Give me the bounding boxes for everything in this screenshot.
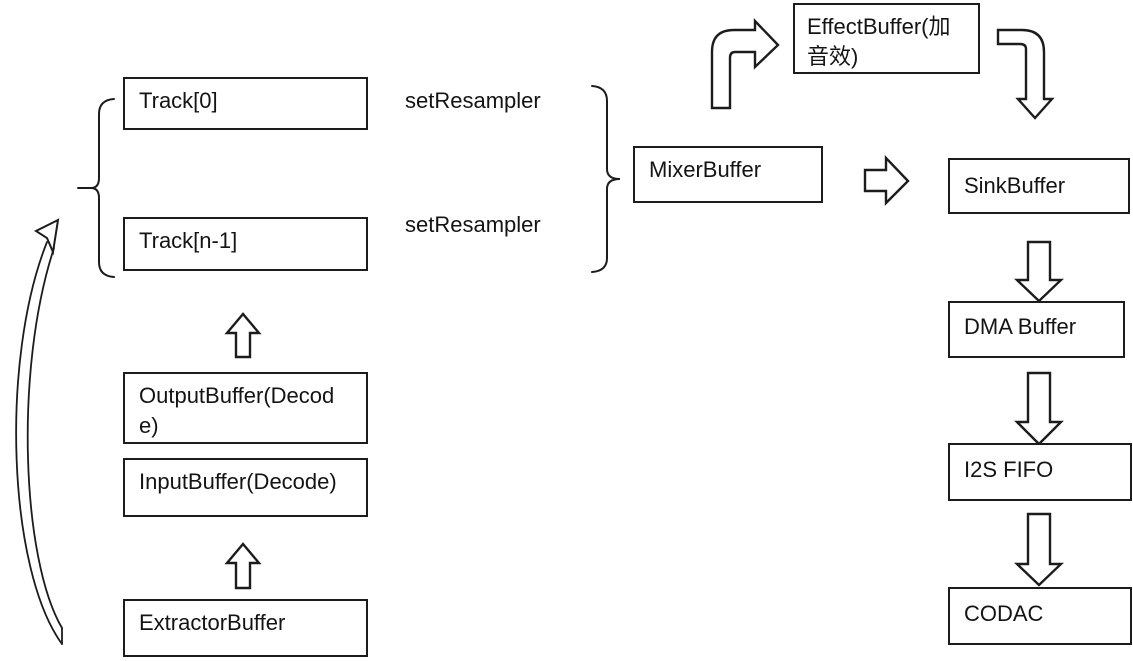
- up-arrow-icon: [224, 542, 262, 590]
- set-resampler-label-top: setResampler: [405, 88, 541, 113]
- node-label: SinkBuffer: [964, 173, 1066, 198]
- node-label: Track[0]: [139, 88, 218, 113]
- up-arrow-icon: [224, 312, 262, 359]
- node-label: Track[n-1]: [139, 228, 238, 253]
- feedback-curve-inner: [26, 247, 63, 629]
- node-sink-buffer: SinkBuffer: [948, 158, 1130, 214]
- left-brace: [90, 98, 115, 278]
- elbow-up-right-arrow-icon: [710, 18, 780, 110]
- down-arrow-icon: [1014, 512, 1064, 587]
- node-track-n-minus-1: Track[n-1]: [123, 217, 368, 271]
- node-label: EffectBuffer(加音效): [807, 14, 951, 69]
- node-label: CODAC: [964, 601, 1044, 626]
- down-arrow-icon: [1014, 371, 1064, 446]
- node-mixer-buffer: MixerBuffer: [633, 146, 823, 203]
- node-label: ExtractorBuffer: [139, 610, 286, 635]
- node-label: DMA Buffer: [964, 314, 1077, 339]
- node-i2s-fifo: I2S FIFO: [948, 443, 1132, 501]
- down-arrow-icon: [1014, 240, 1064, 303]
- right-brace: [591, 85, 621, 273]
- node-label: I2S FIFO: [964, 457, 1054, 482]
- feedback-arrowhead-icon: [33, 218, 60, 256]
- node-output-buffer: OutputBuffer(Decode): [123, 372, 368, 444]
- right-arrow-icon: [863, 155, 910, 206]
- node-codac: CODAC: [948, 587, 1132, 645]
- node-label: InputBuffer(Decode): [139, 469, 337, 494]
- node-input-buffer: InputBuffer(Decode): [123, 458, 368, 517]
- node-track0: Track[0]: [123, 77, 368, 130]
- set-resampler-label-bottom: setResampler: [405, 212, 541, 237]
- node-label: MixerBuffer: [649, 157, 762, 182]
- node-label: OutputBuffer(Decode): [139, 383, 335, 438]
- elbow-down-arrow-icon: [996, 28, 1055, 120]
- feedback-curve-outer: [15, 241, 63, 645]
- node-effect-buffer: EffectBuffer(加音效): [793, 3, 980, 74]
- node-extractor-buffer: ExtractorBuffer: [123, 599, 368, 657]
- node-dma-buffer: DMA Buffer: [948, 301, 1125, 358]
